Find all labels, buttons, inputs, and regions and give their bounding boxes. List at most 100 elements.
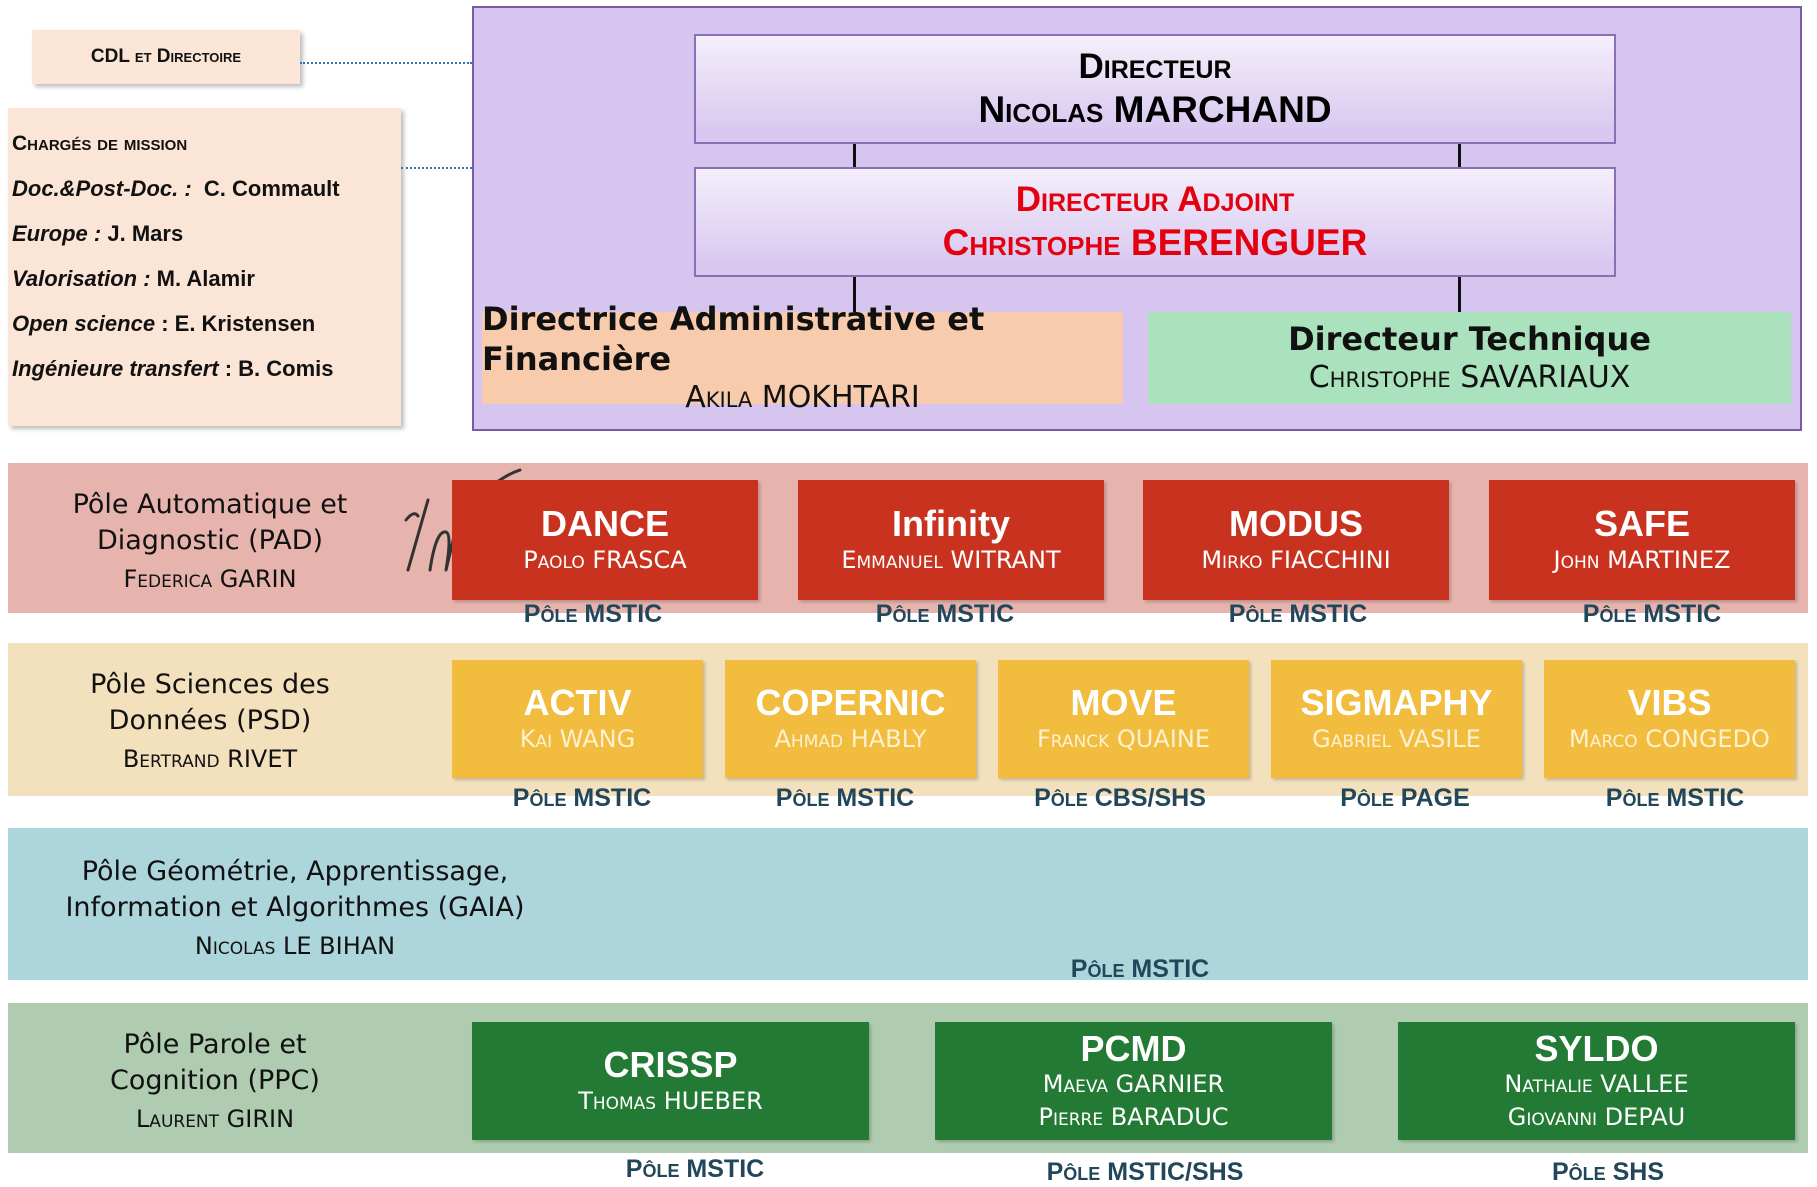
pole-tag: Pôle PAGE — [1340, 784, 1470, 812]
team-box-dance: DANCE Paolo FRASCA — [452, 480, 758, 600]
connector-line — [1458, 144, 1461, 167]
pole-head: Nicolas LE BIHAN — [194, 932, 396, 961]
director-title: Directeur — [1078, 46, 1232, 86]
team-name: MOVE — [1070, 682, 1177, 723]
mission-person: C. Commault — [203, 176, 340, 201]
daf-title: Directrice Administrative et Financière — [482, 300, 985, 379]
team-box-safe: SAFE John MARTINEZ — [1489, 480, 1795, 600]
connector-line — [853, 144, 856, 167]
team-name: VIBS — [1627, 682, 1712, 723]
team-box-crissp: CRISSP Thomas HUEBER — [472, 1022, 869, 1140]
mission-row: Doc.&Post-Doc. : C. Commault — [12, 176, 401, 202]
pole-tag: Pôle MSTIC — [775, 784, 915, 812]
team-box-syldo: SYLDO Nathalie VALLEE Giovanni DEPAU — [1398, 1022, 1795, 1140]
team-box-infinity: Infinity Emmanuel WITRANT — [798, 480, 1104, 600]
pole-title: Pôle Parole et — [123, 1028, 307, 1060]
pole-pad-label: Pôle Automatique et Diagnostic (PAD) Fed… — [30, 475, 390, 605]
connector-line — [853, 277, 856, 312]
pole-tag: Pôle MSTIC — [512, 784, 652, 812]
director-name: Nicolas MARCHAND — [978, 88, 1332, 130]
cdl-label: CDL et Directoire — [90, 46, 242, 67]
pole-title: Données (PSD) — [108, 705, 312, 736]
mission-person: : E. Kristensen — [161, 311, 316, 336]
team-box-activ: ACTIV Kai WANG — [452, 660, 703, 778]
pole-tag: Pôle MSTIC — [875, 600, 1015, 628]
missions-box: Chargés de mission Doc.&Post-Doc. : C. C… — [8, 108, 401, 426]
pole-tag: Pôle MSTIC/SHS — [1046, 1158, 1244, 1186]
team-box-vibs: VIBS Marco CONGEDO — [1544, 660, 1795, 778]
pole-title: Information et Algorithmes (GAIA) — [65, 892, 525, 923]
pole-title: Cognition (PPC) — [110, 1065, 320, 1096]
pole-tag: Pôle MSTIC — [1228, 600, 1368, 628]
pole-psd-label: Pôle Sciences des Données (PSD) Bertrand… — [30, 655, 390, 785]
team-name: SYLDO — [1534, 1027, 1659, 1069]
director-box: Directeur Nicolas MARCHAND — [694, 34, 1616, 144]
pole-tag: Pôle MSTIC — [1582, 600, 1722, 628]
team-box-pcmd: PCMD Maeva GARNIER Pierre BARADUC — [935, 1022, 1332, 1140]
team-lead: Marco CONGEDO — [1569, 724, 1770, 753]
team-lead: Franck QUAINE — [1037, 724, 1210, 753]
team-box-modus: MODUS Mirko FIACCHINI — [1143, 480, 1449, 600]
team-lead: Kai WANG — [519, 724, 636, 753]
team-lead: Thomas HUEBER — [578, 1086, 763, 1115]
pole-tag: Pôle SHS — [1551, 1158, 1665, 1186]
pole-title: Pôle Automatique et — [72, 488, 348, 520]
team-name: ACTIV — [523, 682, 632, 723]
mission-person: J. Mars — [107, 221, 184, 246]
adjoint-title: Directeur Adjoint — [1015, 179, 1295, 219]
pole-title: Pôle Géométrie, Apprentissage, — [81, 855, 509, 887]
connector-line — [1458, 277, 1461, 312]
mission-row: Open science : E. Kristensen — [12, 311, 401, 337]
mission-role: Ingénieure transfert — [12, 356, 219, 381]
pole-tag: Pôle MSTIC — [523, 600, 663, 628]
mission-row: Europe : J. Mars — [12, 221, 401, 247]
mission-role: Valorisation : — [12, 266, 151, 291]
mission-row: Ingénieure transfert : B. Comis — [12, 356, 401, 382]
mission-role: Open science — [12, 311, 156, 336]
tech-name: Christophe SAVARIAUX — [1308, 360, 1631, 396]
mission-role: Europe : — [12, 221, 102, 246]
pole-gaia-band — [8, 828, 1808, 980]
team-lead: Ahmad HABLY — [774, 724, 927, 753]
connector-cdl — [300, 62, 472, 64]
team-name: PCMD — [1080, 1027, 1187, 1069]
team-name: MODUS — [1229, 503, 1363, 544]
team-lead: Maeva GARNIER — [1042, 1070, 1225, 1099]
team-name: SAFE — [1593, 503, 1690, 544]
pole-gaia-label: Pôle Géométrie, Apprentissage, Informati… — [40, 842, 550, 972]
pole-tag: Pôle MSTIC — [1605, 784, 1745, 812]
pole-ppc-label: Pôle Parole et Cognition (PPC) Laurent G… — [40, 1015, 390, 1145]
team-name: COPERNIC — [755, 682, 946, 723]
team-lead: Giovanni DEPAU — [1507, 1102, 1686, 1131]
tech-title: Directeur Technique — [1288, 320, 1651, 359]
connector-missions — [401, 167, 472, 169]
mission-role: Doc.&Post-Doc. : — [12, 176, 192, 201]
cdl-directoire-box: CDL et Directoire — [32, 30, 300, 84]
adjoint-box: Directeur Adjoint Christophe BERENGUER — [694, 167, 1616, 277]
pole-head: Federica GARIN — [123, 565, 297, 594]
pole-head: Bertrand RIVET — [122, 745, 298, 774]
mission-person: : B. Comis — [224, 356, 334, 381]
team-name: SIGMAPHY — [1300, 682, 1493, 723]
team-lead: Paolo FRASCA — [523, 545, 687, 574]
team-lead: Pierre BARADUC — [1038, 1102, 1229, 1131]
pole-head: Laurent GIRIN — [135, 1105, 295, 1134]
team-lead: Emmanuel WITRANT — [841, 545, 1061, 574]
team-box-copernic: COPERNIC Ahmad HABLY — [725, 660, 976, 778]
mission-person: M. Alamir — [156, 266, 255, 291]
daf-box: Directrice Administrative et Financière … — [482, 300, 1123, 415]
team-box-move: MOVE Franck QUAINE — [998, 660, 1249, 778]
pole-tag: Pôle MSTIC — [1070, 955, 1210, 983]
pole-title: Pôle Sciences des — [90, 668, 330, 700]
team-lead: Mirko FIACCHINI — [1201, 545, 1391, 574]
mission-row: Valorisation : M. Alamir — [12, 266, 401, 292]
daf-name: Akila MOKHTARI — [685, 380, 920, 416]
team-name: DANCE — [540, 503, 669, 544]
team-name: Infinity — [892, 503, 1010, 544]
pole-tag: Pôle MSTIC — [625, 1155, 765, 1183]
missions-title: Chargés de mission — [12, 132, 188, 155]
pole-tag: Pôle CBS/SHS — [1034, 784, 1206, 812]
team-box-sigmaphy: SIGMAPHY Gabriel VASILE — [1271, 660, 1522, 778]
team-lead: Nathalie VALLEE — [1504, 1070, 1689, 1099]
pole-title: Diagnostic (PAD) — [96, 525, 324, 556]
